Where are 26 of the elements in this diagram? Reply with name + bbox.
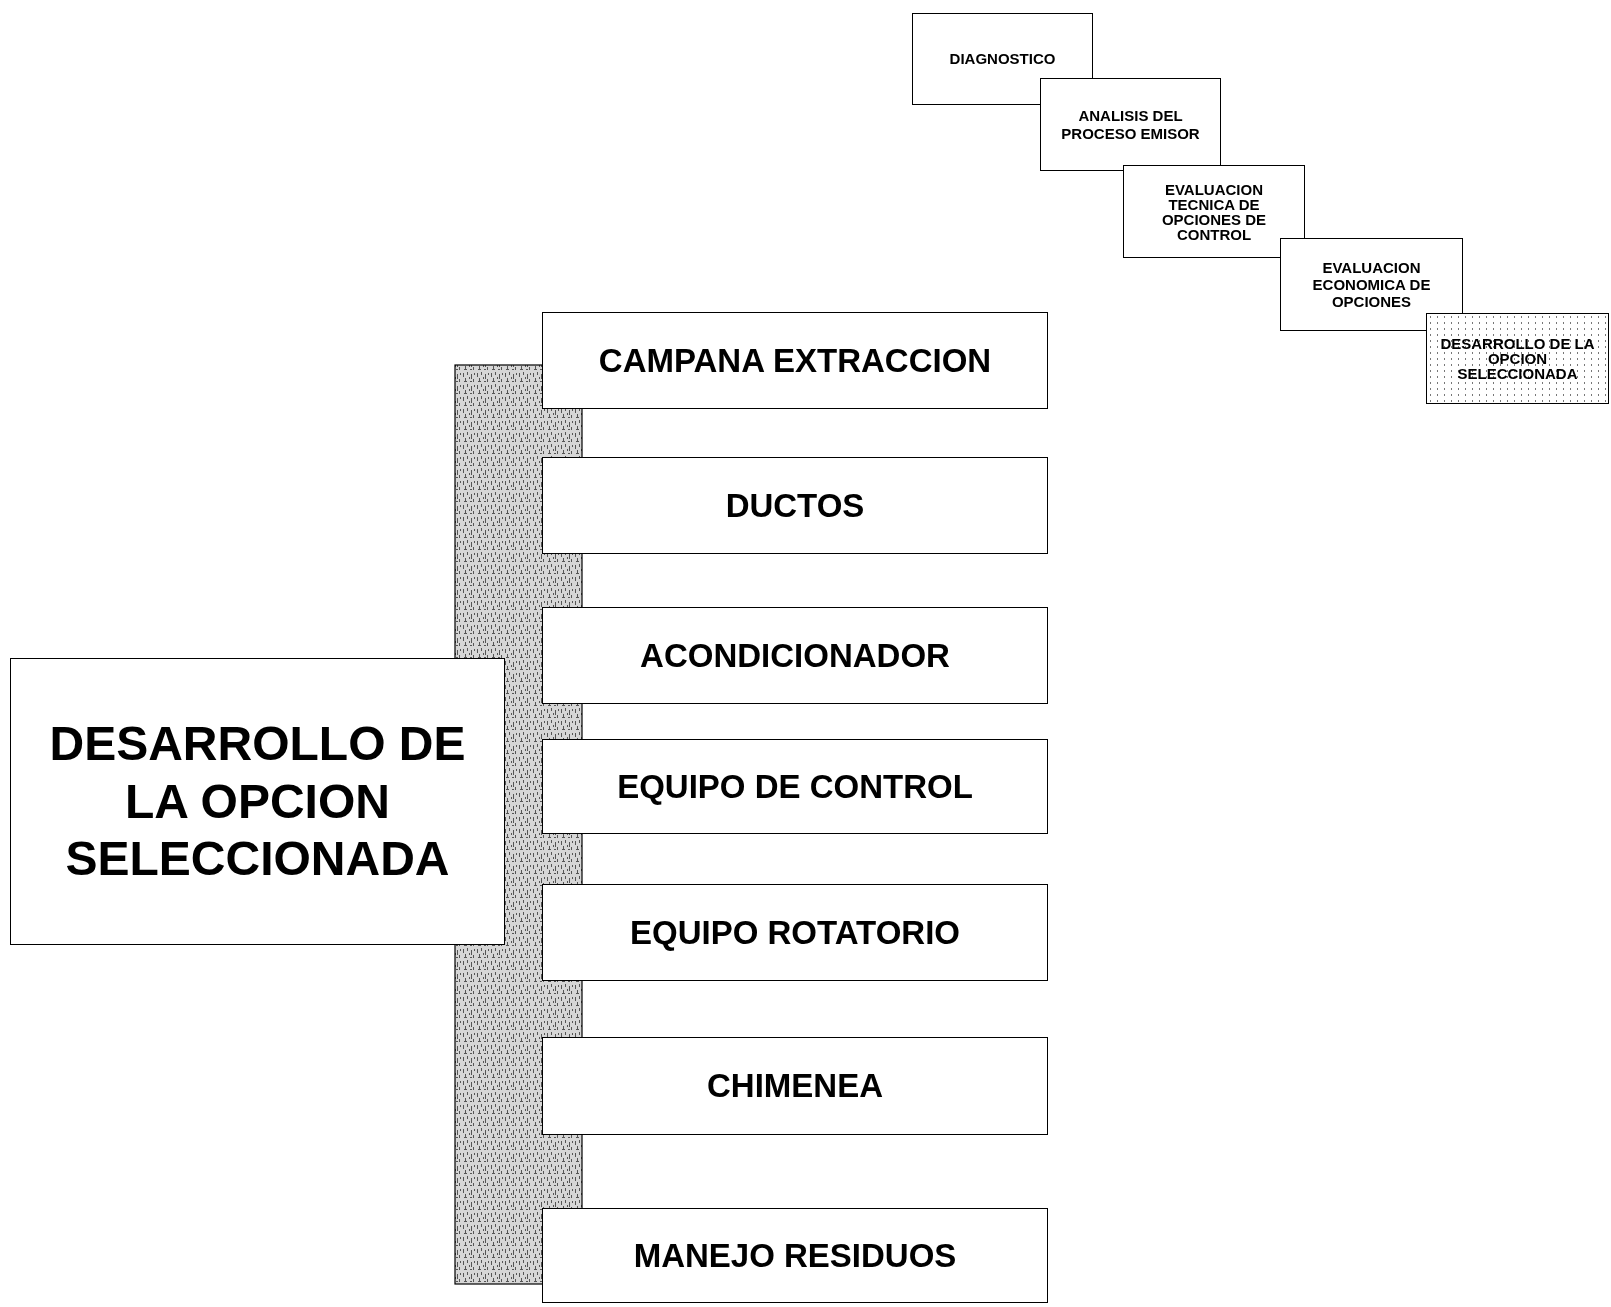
box-label: DIAGNOSTICO (949, 50, 1056, 68)
process-box (1040, 78, 1221, 171)
box-label: CAMPANA EXTRACCION (598, 341, 992, 380)
process-box (10, 658, 505, 945)
box-label: MANEJO RESIDUOS (633, 1236, 957, 1275)
box-label: EVALUACION ECONOMICA DE OPCIONES (1311, 258, 1432, 311)
box-label: EVALUACION TECNICA DE OPCIONES DE CONTROL (1160, 181, 1268, 242)
process-box (1280, 238, 1463, 331)
box-label: DESARROLLO DE LA OPCION SELECCIONADA (48, 716, 467, 888)
box-label: DUCTOS (725, 486, 865, 525)
process-box (542, 607, 1048, 704)
process-box (542, 1208, 1048, 1303)
box-label: CHIMENEA (707, 1067, 883, 1105)
box-label: EQUIPO ROTATORIO (630, 913, 960, 952)
process-box (542, 739, 1048, 834)
box-label: EQUIPO DE CONTROL (617, 767, 973, 806)
process-box (912, 13, 1093, 105)
process-box (542, 884, 1048, 981)
process-box (542, 312, 1048, 409)
box-label: ANALISIS DEL PROCESO EMISOR (1060, 107, 1201, 142)
process-box (542, 457, 1048, 554)
box-label: DESARROLLO DE LA OPCION SELECCIONADA (1439, 336, 1596, 381)
process-box (1426, 313, 1609, 404)
process-box (542, 1037, 1048, 1135)
process-box (1123, 165, 1305, 258)
box-label: ACONDICIONADOR (640, 636, 950, 675)
